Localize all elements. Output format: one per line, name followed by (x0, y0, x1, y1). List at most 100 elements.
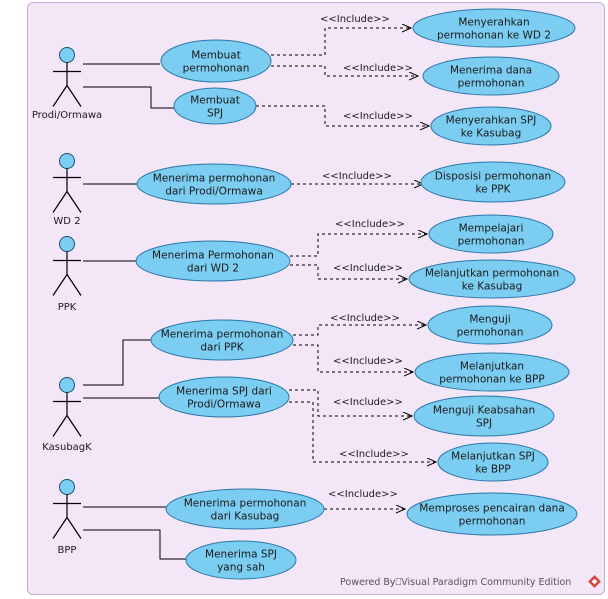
usecase-label: Menerima permohonan (153, 173, 276, 185)
usecase-label: Menerima Permohonan (152, 250, 274, 262)
include-label: <<Include>> (333, 397, 403, 408)
actor-head (59, 47, 75, 63)
usecase-ellipse (158, 376, 290, 418)
usecase-label: permohonan (458, 78, 525, 90)
include-dependency: <<Include>> (271, 14, 411, 56)
usecase-label: Menerima SPJ (205, 549, 277, 561)
usecase-label: SPJ (476, 418, 492, 430)
actor-body (66, 85, 82, 107)
include-arrow (293, 325, 426, 336)
actor-wd2[interactable]: WD 2 (52, 153, 82, 228)
actor-bpp[interactable]: BPP (52, 479, 82, 557)
include-label: <<Include>> (322, 171, 392, 182)
usecase-ellipse (427, 305, 553, 345)
actor-label: PPK (58, 302, 77, 313)
usecase-ellipse (420, 161, 566, 203)
usecase-label: Menguji (469, 314, 510, 326)
include-dependency: <<Include>> (324, 489, 405, 509)
actor-body (66, 517, 82, 539)
include-dependency: <<Include>> (289, 389, 412, 416)
usecase-label: dari Prodi/Ormawa (165, 186, 263, 198)
include-dependency: <<Include>> (256, 105, 429, 126)
usecase-ellipse (173, 87, 257, 125)
usecase-label: ke Kasubag (462, 281, 523, 293)
usecase-label: Disposisi permohonan (435, 171, 551, 183)
footer-credit: Powered By⎕Visual Paradigm Community Edi… (340, 577, 571, 588)
actor-head (59, 377, 75, 393)
include-label: <<Include>> (320, 14, 390, 25)
usecase-label: permohonan (457, 327, 524, 339)
visual-paradigm-logo (588, 575, 601, 588)
use-cases: MembuatpermohonanMembuatSPJMenyerahkanpe… (135, 8, 578, 580)
actor-label: BPP (58, 545, 77, 556)
usecase-label: Menerima SPJ dari (176, 386, 272, 398)
usecase-ellipse (413, 395, 555, 437)
actor-body (52, 191, 68, 213)
usecase-label: Menerima permohonan (161, 329, 284, 341)
include-arrow (271, 65, 418, 76)
association-line (83, 86, 175, 109)
usecase-label: Menyerahkan (458, 17, 529, 29)
usecase-label: Melanjutkan permohonan (425, 268, 559, 280)
usecase-ellipse (406, 492, 578, 536)
actor-body (52, 517, 68, 539)
actor-body (66, 191, 82, 213)
usecase-label: Menguji Keabsahan (433, 405, 535, 417)
usecase-label: Menerima permohonan (184, 498, 307, 510)
include-dependency: <<Include>> (290, 219, 427, 257)
include-dependency: <<Include>> (291, 171, 423, 184)
actor-body (66, 415, 82, 437)
usecase-ellipse (412, 8, 576, 48)
include-arrow (290, 234, 427, 257)
actor-prodi[interactable]: Prodi/Ormawa (32, 47, 102, 122)
usecase-label: ke PPK (475, 184, 511, 196)
usecase-label: Prodi/Ormawa (187, 399, 261, 411)
actor-label: WD 2 (53, 216, 80, 227)
include-dependency: <<Include>> (290, 263, 407, 279)
usecase-ellipse (150, 319, 294, 361)
include-dependency: <<Include>> (289, 401, 436, 462)
include-arrow (271, 28, 411, 56)
association-lines (83, 63, 186, 560)
usecase-label: Memproses pencairan dana (419, 503, 565, 515)
include-dependency: <<Include>> (293, 313, 426, 336)
include-arrow (289, 389, 412, 416)
usecase-label: dari PPK (200, 342, 244, 354)
actor-ppk[interactable]: PPK (52, 236, 82, 314)
usecase-label: permohonan ke BPP (439, 374, 544, 386)
actor-head (59, 479, 75, 495)
usecase-ellipse (437, 442, 549, 482)
actor-kasubag[interactable]: KasubagK (42, 377, 92, 454)
association-line (83, 339, 151, 386)
include-label: <<Include>> (333, 263, 403, 274)
usecase-label: Menyerahkan SPJ (446, 115, 537, 127)
actor-head (59, 236, 75, 252)
include-label: <<Include>> (328, 489, 398, 500)
usecase-ellipse (414, 352, 570, 392)
usecase-label: Membuat (191, 50, 241, 62)
usecase-label: Mempelajari (459, 223, 524, 235)
include-dependency: <<Include>> (271, 63, 418, 76)
actor-body (52, 415, 68, 437)
usecase-label: permohonan ke WD 2 (437, 30, 551, 42)
